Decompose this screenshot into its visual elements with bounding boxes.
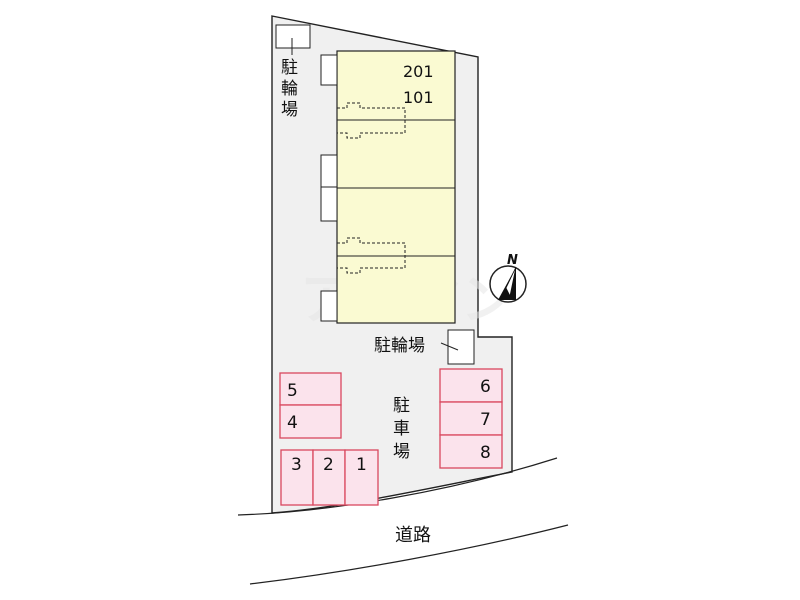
parking-space-8 xyxy=(439,434,503,469)
parking-space-4 xyxy=(279,404,342,439)
compass-icon: N xyxy=(489,253,527,303)
building xyxy=(336,50,456,324)
parking-number-1: 1 xyxy=(356,455,367,475)
parking-number-8: 8 xyxy=(480,443,491,463)
bicycle-parking-label-top-2: 輪 xyxy=(281,79,298,99)
parking-space-1 xyxy=(344,449,379,506)
unit-label-201: 201 xyxy=(403,62,434,81)
road-edge-bottom xyxy=(249,524,569,585)
parking-number-4: 4 xyxy=(287,413,298,433)
building-annex-box xyxy=(320,154,338,188)
building-annex-box xyxy=(320,186,338,222)
building-annex-box xyxy=(320,54,338,86)
car-parking-label-3: 場 xyxy=(393,442,410,462)
parking-number-3: 3 xyxy=(291,455,302,475)
stair-outline xyxy=(337,102,406,139)
parking-space-7 xyxy=(439,401,503,436)
parking-number-5: 5 xyxy=(287,381,298,401)
unit-label-101: 101 xyxy=(403,88,434,107)
bicycle-parking-box-top xyxy=(275,24,311,49)
parking-space-6 xyxy=(439,368,503,403)
parking-space-5 xyxy=(279,372,342,406)
bicycle-parking-label-top-1: 駐 xyxy=(281,58,298,78)
building-annex-box xyxy=(320,290,338,322)
parking-number-6: 6 xyxy=(480,377,491,397)
north-label: N xyxy=(507,253,518,268)
parking-number-2: 2 xyxy=(323,455,334,475)
car-parking-label-2: 車 xyxy=(393,419,410,439)
parking-number-7: 7 xyxy=(480,410,491,430)
leader-line xyxy=(440,342,459,351)
road-edge-top xyxy=(237,457,558,516)
bicycle-parking-box-mid xyxy=(447,329,475,365)
bicycle-parking-label-mid: 駐輪場 xyxy=(374,336,425,356)
bicycle-parking-label-top-3: 場 xyxy=(281,100,298,120)
stair-outline xyxy=(337,237,406,274)
car-parking-label-1: 駐 xyxy=(393,396,410,416)
road-label: 道路 xyxy=(395,525,431,546)
